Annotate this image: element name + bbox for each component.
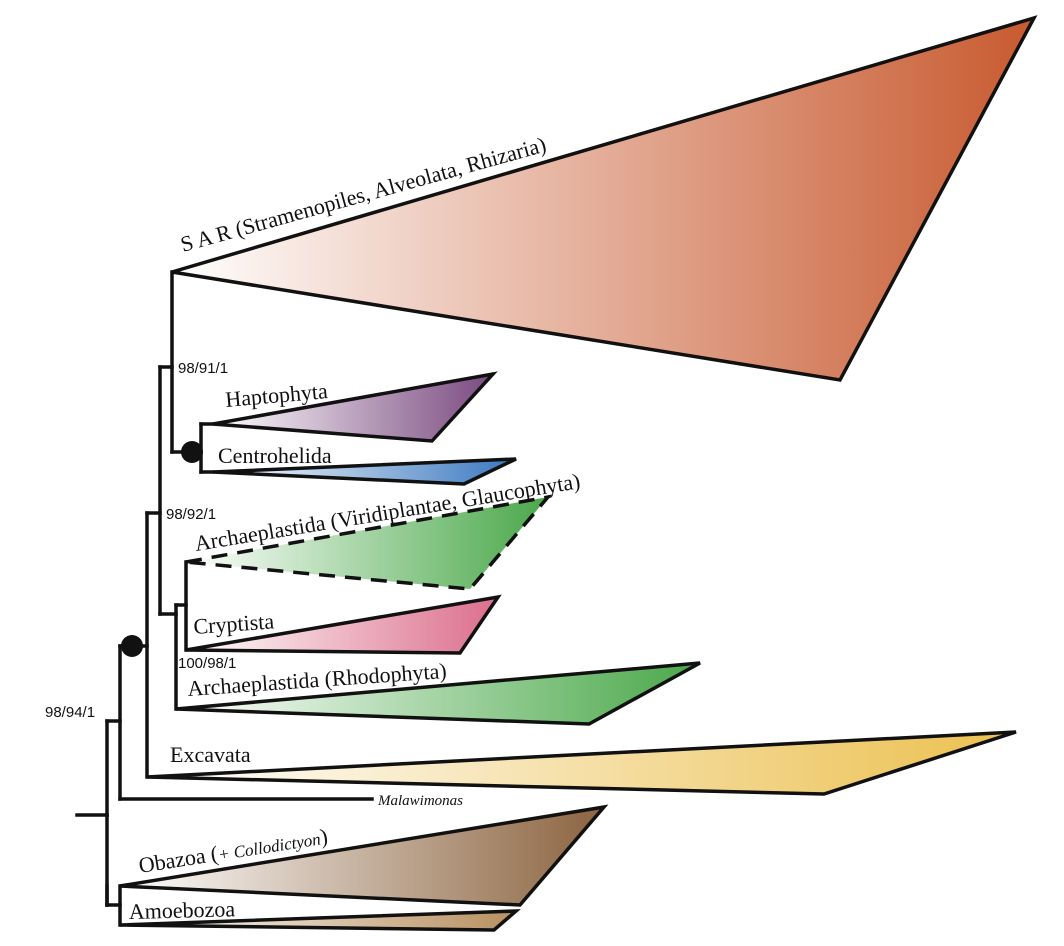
excavata-clade-triangle xyxy=(146,730,1017,796)
support-value-archaeplastida-node: 98/92/1 xyxy=(166,506,216,523)
cryptista-label: Cryptista xyxy=(193,608,275,639)
support-value-sar-node: 98/91/1 xyxy=(178,360,228,377)
support-value-cryptista-node: 100/98/1 xyxy=(178,655,236,672)
support-value-root-node: 98/94/1 xyxy=(45,704,95,721)
archaeplastida-green-clade-triangle xyxy=(186,497,548,589)
full-support-node-icon xyxy=(181,441,203,463)
obazoa-clade-triangle xyxy=(119,804,609,907)
haptophyta-clade-triangle xyxy=(212,371,498,443)
amoebozoa-clade-triangle xyxy=(119,909,521,932)
obazoa-label-plus: + xyxy=(217,843,236,864)
sar-clade-triangle xyxy=(171,15,1038,382)
tree-branches xyxy=(75,270,374,927)
cryptista-clade-triangle xyxy=(185,594,502,655)
malawimonas-label: Malawimonas xyxy=(377,793,463,809)
amoebozoa-label: Amoebozoa xyxy=(128,896,235,924)
archaeplastida-red-clade-triangle xyxy=(175,661,701,726)
full-support-node-icon xyxy=(121,635,143,657)
archaeplastida-green-outline xyxy=(185,494,553,591)
excavata-label: Excavata xyxy=(170,742,251,767)
centrohelida-label: Centrohelida xyxy=(218,443,332,468)
centrohelida-clade-triangle xyxy=(212,457,517,486)
obazoa-label-close: ) xyxy=(318,823,329,849)
